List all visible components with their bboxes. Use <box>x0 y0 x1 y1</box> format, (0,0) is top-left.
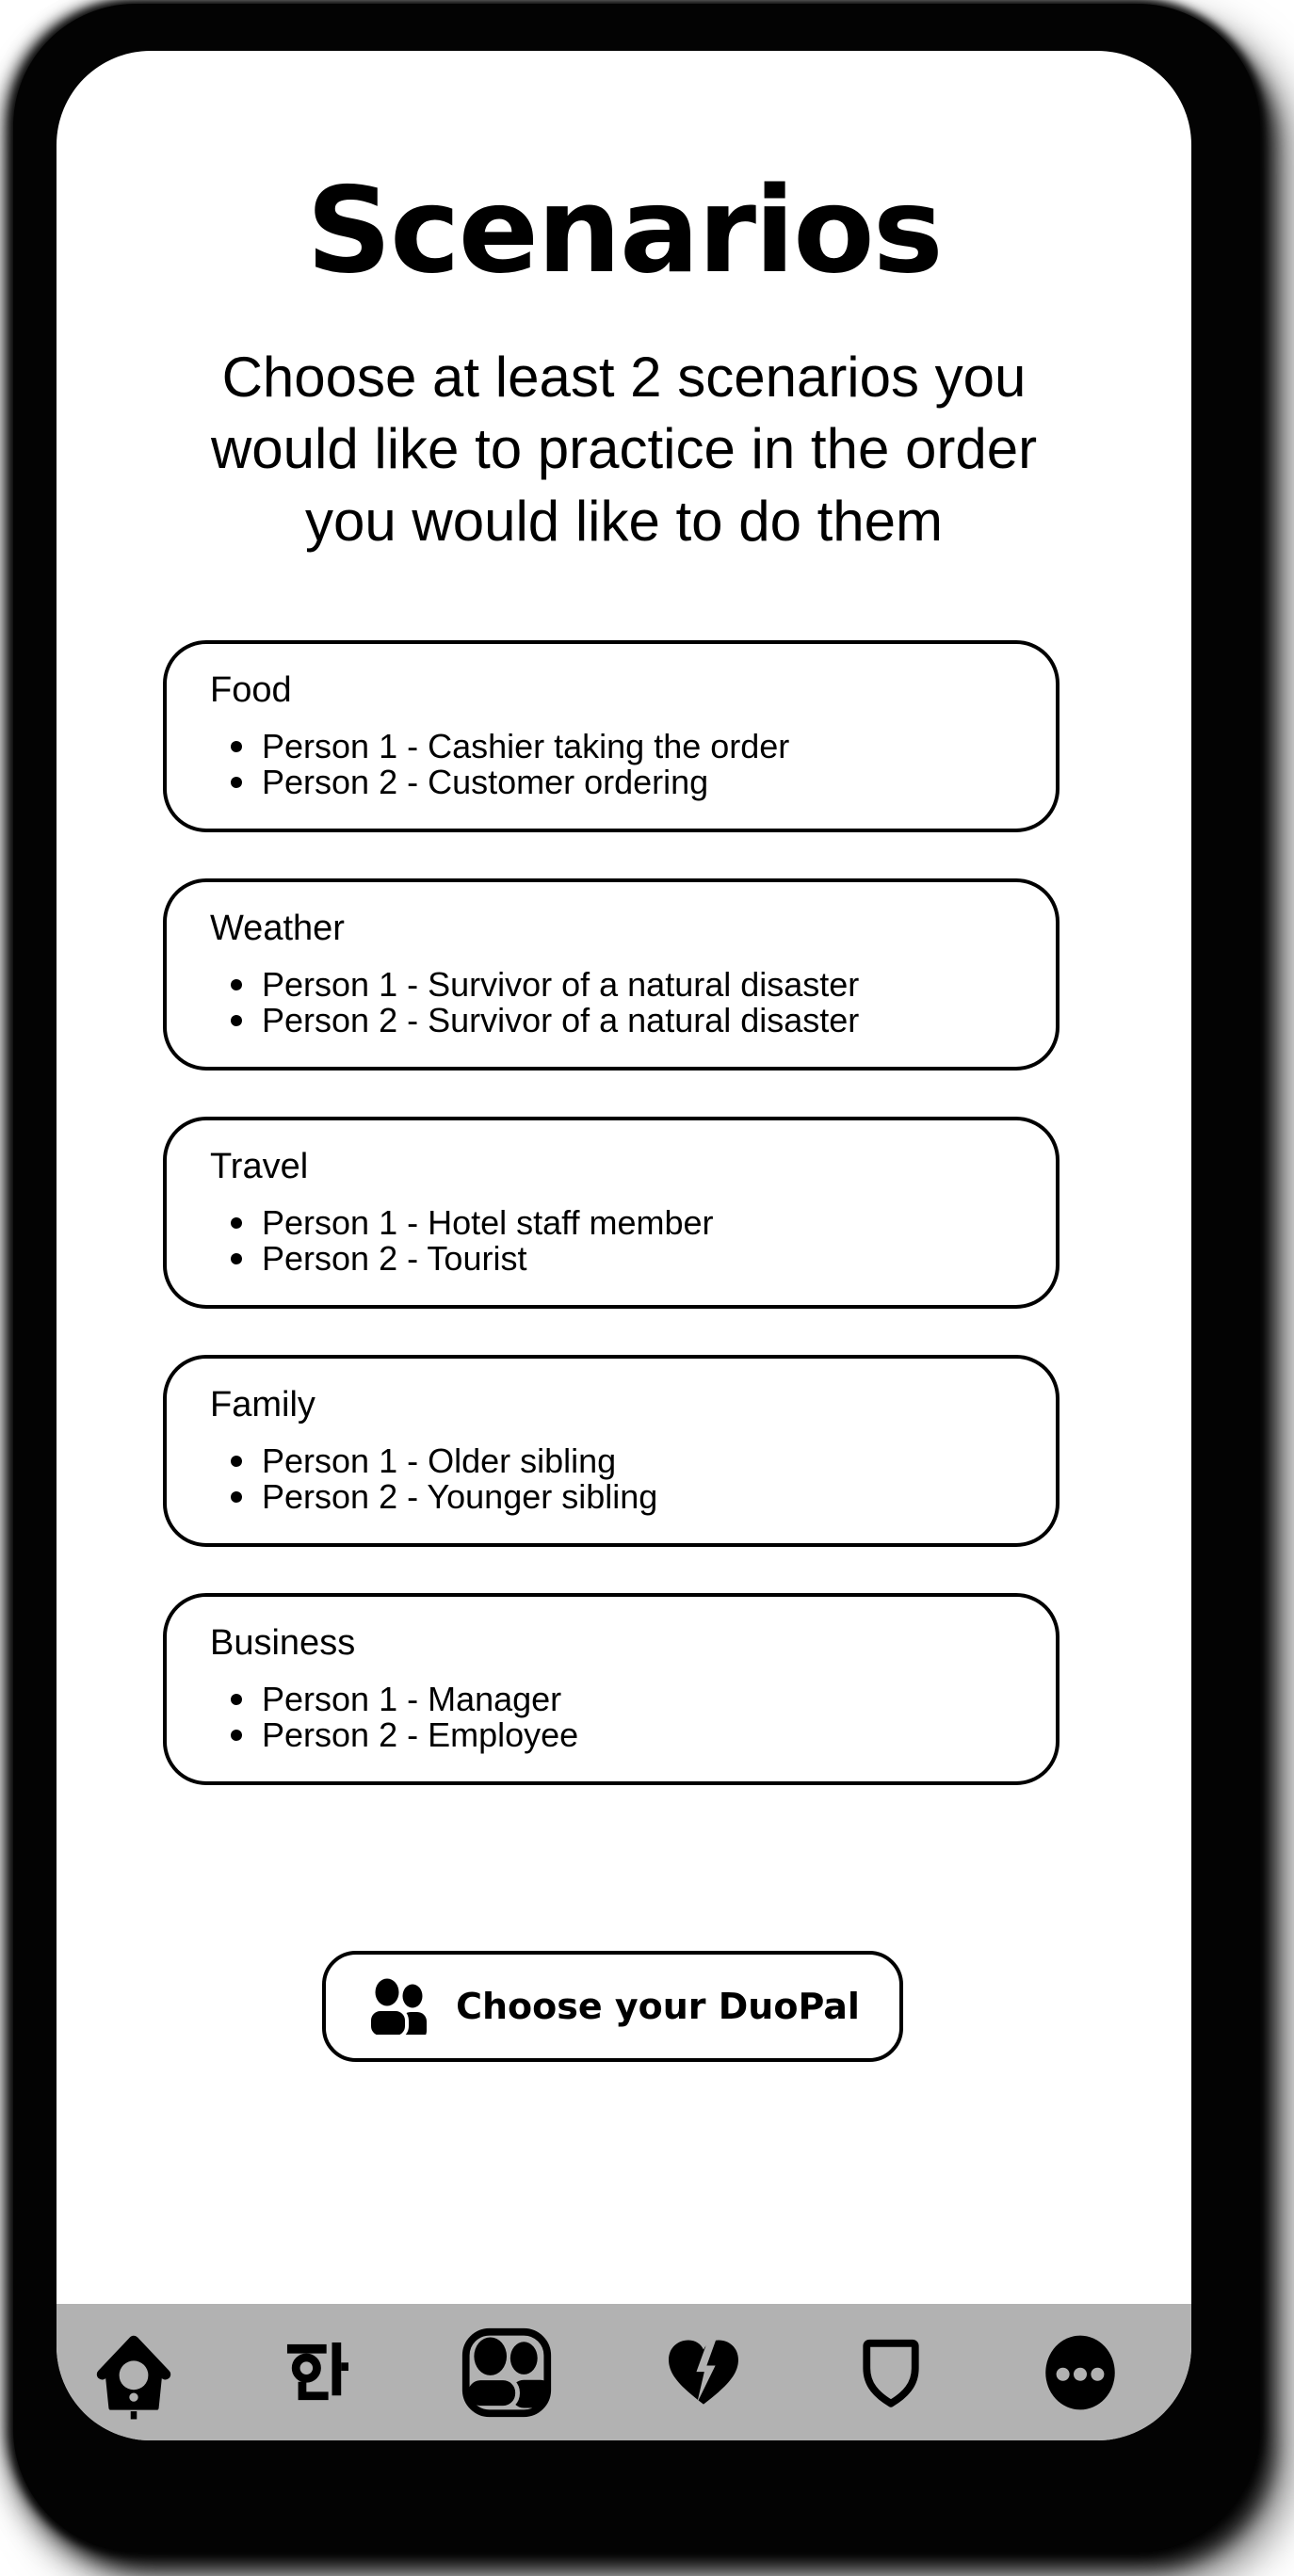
nav-item-home[interactable] <box>94 2326 173 2420</box>
people-square-icon <box>460 2326 554 2420</box>
scenario-card[interactable]: Weather Person 1 - Survivor of a natural… <box>163 877 1059 1071</box>
people-icon <box>365 1978 435 2035</box>
scenario-role: Person 2 - Employee <box>231 1716 1022 1753</box>
scenario-role: Person 1 - Cashier taking the order <box>231 728 1022 765</box>
bottom-nav-bar <box>57 2304 1191 2440</box>
scenario-role: Person 2 - Survivor of a natural disaste… <box>231 1002 1022 1038</box>
shield-icon <box>854 2334 928 2411</box>
scenario-list: Food Person 1 - Cashier taking the order… <box>57 639 1191 1785</box>
heart-bolt-icon <box>664 2335 743 2410</box>
scenario-card[interactable]: Food Person 1 - Cashier taking the order… <box>163 639 1059 832</box>
nav-item-more[interactable] <box>1039 2333 1122 2412</box>
choose-duopal-button[interactable]: Choose your DuoPal <box>322 1950 903 2062</box>
birdhouse-icon <box>94 2326 173 2420</box>
page-subtitle: Choose at least 2 scenarios you would li… <box>210 346 1038 553</box>
scenario-role-list: Person 1 - Survivor of a natural disaste… <box>210 966 1022 1038</box>
page-title: Scenarios <box>306 161 944 299</box>
hangul-han-icon <box>284 2342 348 2404</box>
scenario-role: Person 2 - Younger sibling <box>231 1478 1022 1515</box>
scenario-card-title: Travel <box>210 1146 309 1186</box>
scenario-card-title: Family <box>210 1384 315 1425</box>
scenario-role: Person 1 - Older sibling <box>231 1442 1022 1479</box>
choose-duopal-label: Choose your DuoPal <box>456 1985 860 2027</box>
scenario-role: Person 2 - Customer ordering <box>231 764 1022 800</box>
phone-frame: Scenarios Choose at least 2 scenarios yo… <box>13 4 1260 2552</box>
nav-item-korean[interactable] <box>284 2342 348 2404</box>
nav-item-shield[interactable] <box>854 2334 928 2411</box>
phone-screen: Scenarios Choose at least 2 scenarios yo… <box>57 51 1191 2440</box>
scenario-role: Person 1 - Survivor of a natural disaste… <box>231 966 1022 1003</box>
scenario-card-title: Weather <box>210 908 345 948</box>
scenario-role: Person 1 - Hotel staff member <box>231 1204 1022 1241</box>
nav-item-hearts[interactable] <box>664 2335 743 2410</box>
scenario-card-title: Food <box>210 669 292 710</box>
scenario-role: Person 1 - Manager <box>231 1681 1022 1717</box>
ellipsis-icon <box>1039 2333 1122 2412</box>
scenario-role: Person 2 - Tourist <box>231 1240 1022 1277</box>
nav-item-duopal[interactable] <box>460 2326 554 2420</box>
scenario-card-title: Business <box>210 1622 356 1663</box>
